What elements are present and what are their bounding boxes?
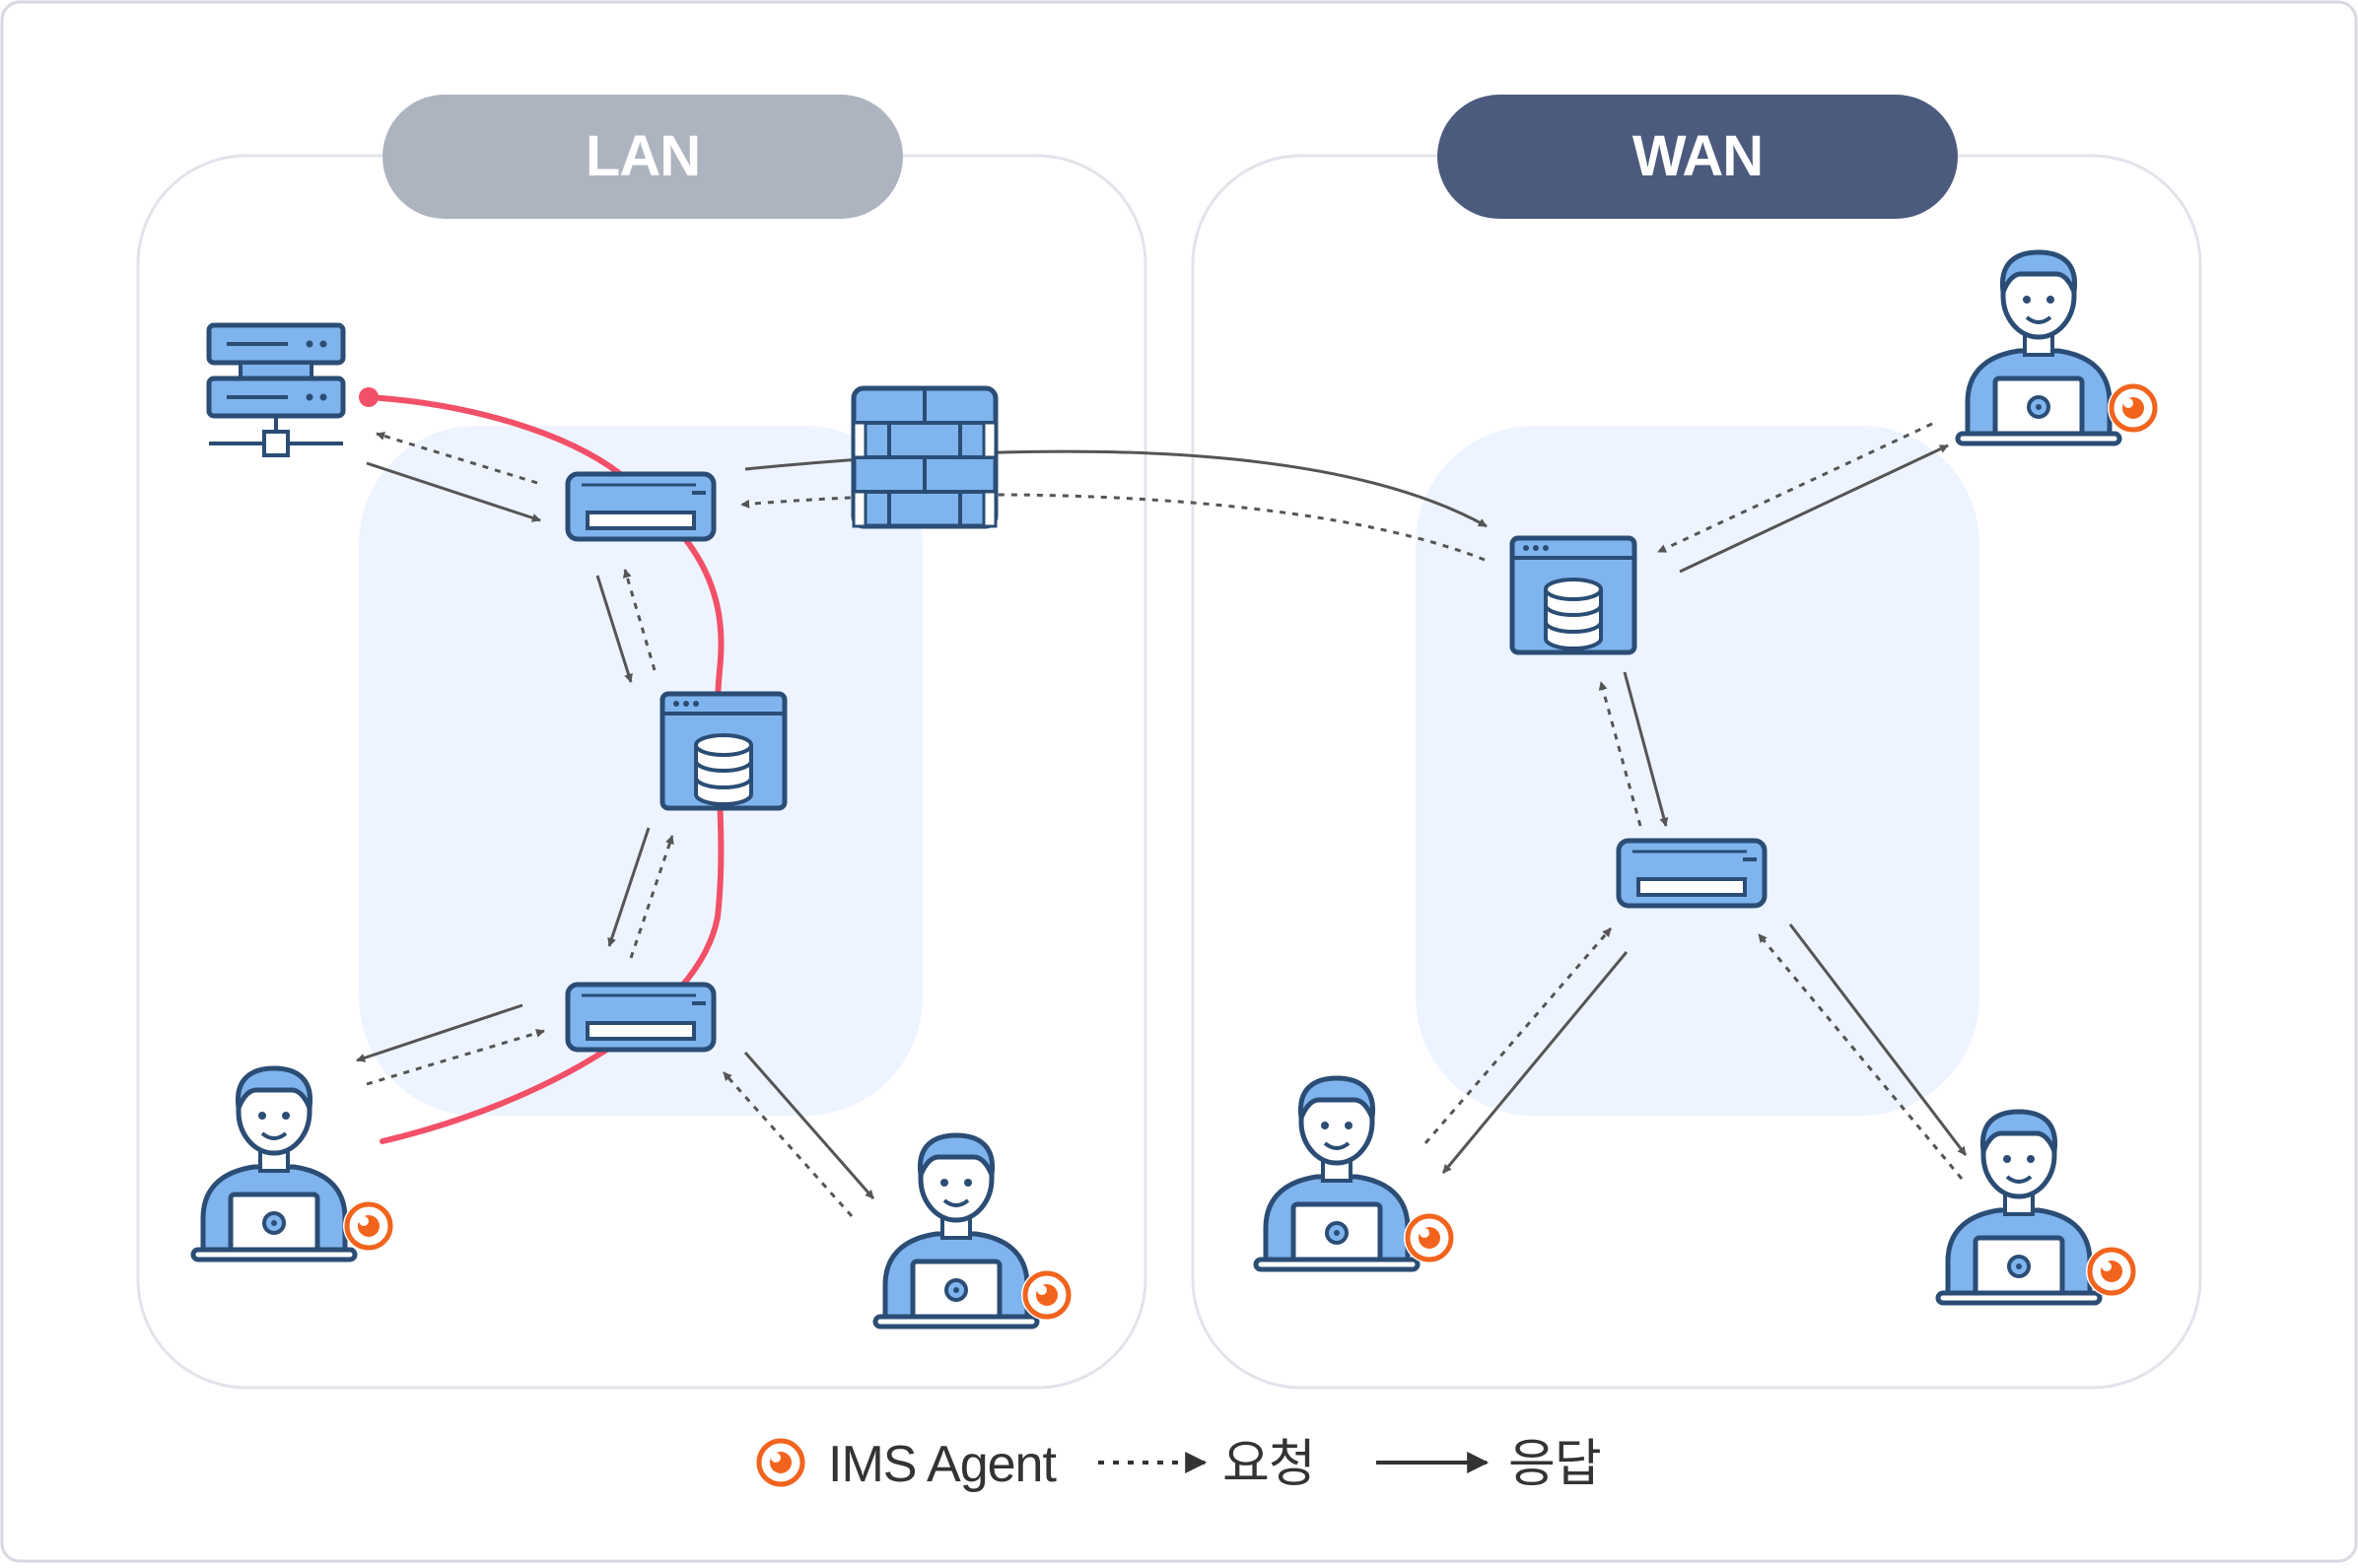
ims-agent-icon <box>2108 382 2159 434</box>
response-arrow <box>1441 951 1629 1174</box>
lan-network-area <box>359 426 923 1116</box>
legend-request-item: 요청 <box>1098 1436 1316 1493</box>
wan-switch-icon <box>1619 841 1765 906</box>
lan-zone-pill: LAN <box>382 95 903 219</box>
response-arrow <box>607 827 651 947</box>
firewall-icon <box>854 388 996 526</box>
request-arrow <box>1423 927 1613 1144</box>
legend-response-item: 응답 <box>1376 1436 1602 1493</box>
lan-switch-bottom-icon <box>568 985 714 1050</box>
wan-connections <box>1423 422 1968 1180</box>
request-arrow <box>629 835 674 959</box>
response-arrow <box>595 575 633 683</box>
request-arrow <box>366 1029 545 1086</box>
ims-agent-icon <box>1404 1212 1455 1263</box>
agent-path-start-dot <box>359 387 379 407</box>
lan-switch-top-icon <box>568 474 714 539</box>
response-arrow <box>366 461 541 522</box>
response-arrow <box>743 1052 875 1199</box>
request-arrow <box>622 569 657 671</box>
response-arrow <box>356 1003 523 1062</box>
request-arrow <box>1757 933 1964 1180</box>
legend-agent-label: IMS Agent <box>828 1436 1057 1493</box>
lan-database-window-icon <box>662 694 785 808</box>
response-arrow <box>1788 923 1968 1156</box>
legend-request-label: 요청 <box>1222 1436 1315 1493</box>
wan-zone-pill: WAN <box>1437 95 1958 219</box>
wan-zone-label: WAN <box>1632 124 1763 188</box>
request-arrow <box>376 432 538 485</box>
wan-database-window-icon <box>1512 538 1634 652</box>
lan-connections <box>356 432 875 1217</box>
wan-network-area <box>1416 426 1979 1116</box>
legend-agent-item: IMS Agent <box>755 1436 1058 1493</box>
response-arrow <box>1679 443 1949 574</box>
ims-agent-icon <box>343 1200 394 1252</box>
lan-zone-label: LAN <box>586 124 700 188</box>
legend-agent-icon <box>755 1437 806 1488</box>
legend: IMS Agent 요청 응답 <box>755 1436 1602 1493</box>
response-arrow <box>1623 671 1669 827</box>
ims-agent-icon <box>1021 1269 1073 1321</box>
ims-agent-icon <box>2086 1246 2137 1297</box>
legend-response-label: 응답 <box>1508 1436 1601 1493</box>
